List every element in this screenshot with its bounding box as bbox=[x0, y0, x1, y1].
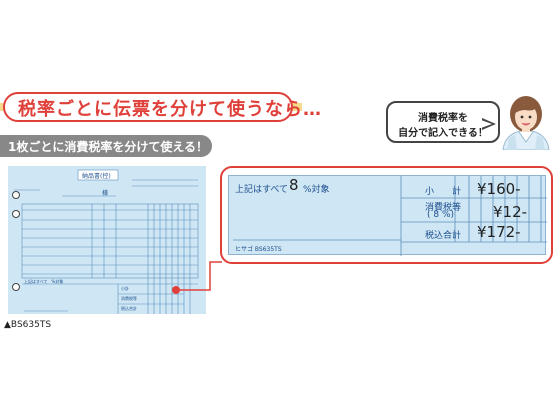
zoom-subtotal-value: ¥160- bbox=[477, 180, 521, 198]
zoom-tax-label: 消費税等 bbox=[425, 203, 462, 213]
person-illustration bbox=[502, 96, 550, 150]
binding-hole-top bbox=[12, 191, 20, 199]
binding-hole-middle bbox=[12, 210, 20, 218]
subheading-text: 1枚ごとに消費税率を分けて使える！ bbox=[8, 140, 208, 154]
slip-row-tax: 消費税等 bbox=[121, 296, 137, 301]
headline-banner: 税率ごとに伝票を分けて使うなら… bbox=[0, 92, 321, 122]
zoom-total-value: ¥172- bbox=[477, 223, 521, 241]
slip-title: 納品書(控) bbox=[82, 171, 111, 180]
slip-honorific: 様 bbox=[102, 190, 109, 197]
zoom-subtotal-label: 小 計 bbox=[425, 187, 462, 197]
zoom-brand-text: ヒサゴ BS635TS bbox=[235, 246, 282, 253]
zoom-statement-prefix: 上記はすべて bbox=[235, 185, 289, 195]
bubble-line-2: 自分で記入できる！ bbox=[398, 128, 488, 139]
slip-row-total: 税込合計 bbox=[121, 306, 137, 311]
slip-title-text: 納品書 bbox=[82, 173, 101, 180]
headline-pill bbox=[3, 92, 293, 122]
slip-title-mark: (控) bbox=[100, 173, 111, 180]
slip-row-subtotal: 小計 bbox=[121, 286, 129, 291]
callout-connector bbox=[172, 261, 222, 294]
zoom-tax-value: ¥12- bbox=[493, 203, 528, 221]
headline-text: 税率ごとに伝票を分けて使うなら… bbox=[18, 99, 322, 120]
slip-form-lines bbox=[14, 169, 199, 314]
binding-hole-bottom bbox=[12, 283, 20, 291]
zoom-rate-handwritten: 8 bbox=[289, 176, 299, 194]
zoom-total-label: 税込合計 bbox=[425, 231, 462, 241]
zoom-form-lines bbox=[233, 176, 547, 256]
zoom-detail-panel: 上記はすべて 8 %対象 小 計 ¥160- 消費税等 ( 8 %) ¥12- … bbox=[228, 175, 547, 256]
speech-bubble: 消費税率を 自分で記入できる！ bbox=[386, 101, 500, 143]
bubble-tail-fill bbox=[481, 120, 492, 128]
zoom-tax-rate: ( 8 %) bbox=[427, 210, 455, 220]
zoom-statement-suffix: %対象 bbox=[303, 185, 330, 195]
subheading-banner: 1枚ごとに消費税率を分けて使える！ bbox=[0, 135, 212, 157]
product-code: ▲BS635TS bbox=[4, 320, 52, 330]
slip-footer-text: 上記はすべて %対象 bbox=[24, 279, 64, 284]
bubble-line-1: 消費税率を bbox=[418, 113, 468, 124]
